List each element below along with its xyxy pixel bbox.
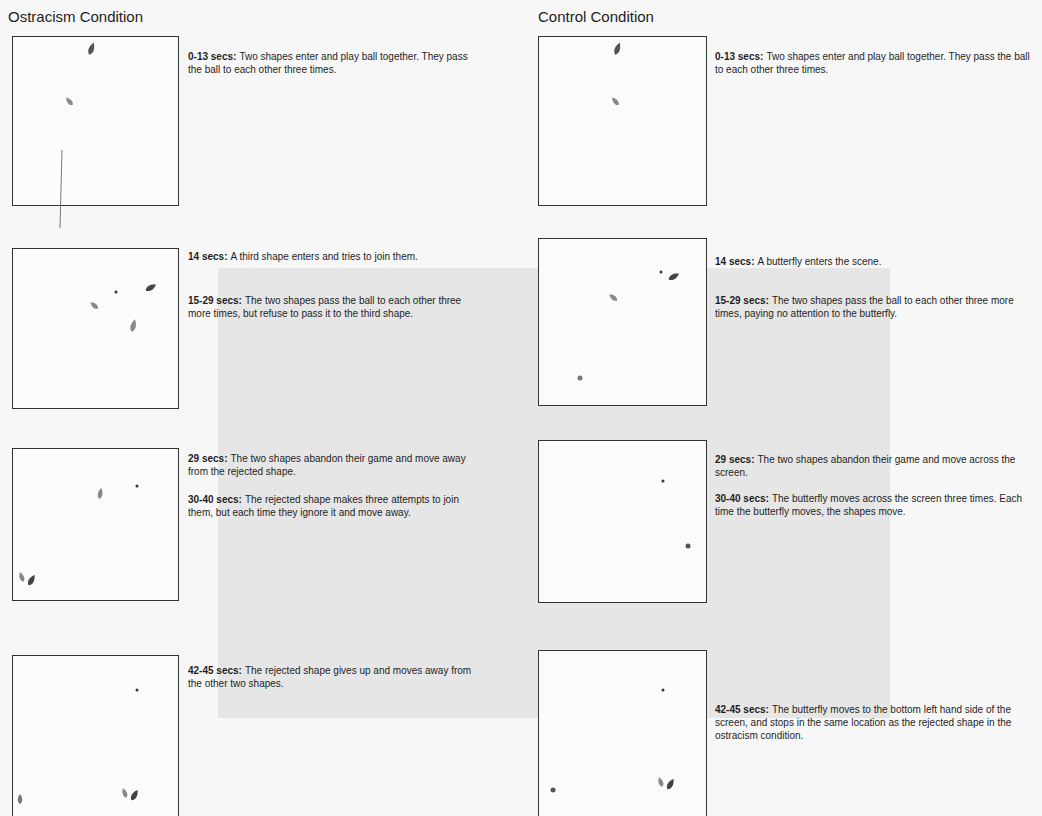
- time-stamp: 15-29 secs:: [715, 295, 769, 306]
- time-stamp: 15-29 secs:: [188, 295, 242, 306]
- time-stamp: 42-45 secs:: [188, 665, 242, 676]
- ball: [115, 291, 118, 294]
- time-description-block: 0-13 secs:Two shapes enter and play ball…: [188, 50, 483, 76]
- time-description-block: 0-13 secs:Two shapes enter and play ball…: [715, 50, 1035, 76]
- time-description-block: 29 secs:The two shapes abandon their gam…: [715, 453, 1035, 479]
- time-stamp: 0-13 secs:: [188, 51, 236, 62]
- time-description-block: 15-29 secs:The two shapes pass the ball …: [188, 294, 483, 320]
- shape-figure: [87, 42, 96, 56]
- time-description-block: 30-40 secs:The rejected shape makes thre…: [188, 493, 483, 519]
- animation-frame: [13, 449, 179, 601]
- ball: [660, 271, 663, 274]
- condition-heading: Ostracism Condition: [8, 8, 143, 25]
- animation-frame: [539, 441, 707, 603]
- shape-figure: [144, 282, 157, 293]
- time-stamp: 30-40 secs:: [188, 494, 242, 505]
- time-description-block: 42-45 secs:The rejected shape gives up a…: [188, 664, 483, 690]
- shape-figure: [18, 794, 23, 804]
- time-stamp: 30-40 secs:: [715, 493, 769, 504]
- animation-frame: [539, 37, 707, 206]
- time-description-block: 42-45 secs:The butterfly moves to the bo…: [715, 703, 1035, 742]
- event-description: The two shapes abandon their game and mo…: [188, 453, 466, 477]
- shape-figure: [64, 96, 74, 107]
- time-stamp: 29 secs:: [188, 453, 227, 464]
- shape-figure: [26, 574, 37, 587]
- time-description-block: 14 secs:A third shape enters and tries t…: [188, 250, 483, 263]
- shape-figure: [18, 572, 26, 583]
- animation-frame: [13, 37, 179, 206]
- time-description-block: 15-29 secs:The two shapes pass the ball …: [715, 294, 1035, 320]
- animation-frame: [13, 249, 179, 409]
- event-description: A third shape enters and tries to join t…: [230, 251, 417, 262]
- ball: [662, 689, 665, 692]
- shape-figure: [608, 292, 619, 302]
- butterfly: [686, 544, 691, 549]
- time-stamp: 0-13 secs:: [715, 51, 763, 62]
- ball: [662, 480, 665, 483]
- shape-figure: [613, 42, 622, 56]
- time-description-block: 29 secs:The two shapes abandon their gam…: [188, 452, 483, 478]
- time-description-block: 14 secs:A butterfly enters the scene.: [715, 255, 1035, 268]
- shape-figure: [657, 777, 665, 788]
- scan-line: [60, 150, 62, 228]
- shape-figure: [129, 319, 137, 333]
- shape-figure: [665, 778, 676, 791]
- condition-heading: Control Condition: [538, 8, 654, 25]
- shape-figure: [667, 271, 680, 282]
- animation-frame: [13, 656, 179, 816]
- condition-heading-block: Control Condition: [538, 8, 838, 26]
- ball: [136, 485, 139, 488]
- shape-figure: [610, 96, 620, 107]
- butterfly: [551, 788, 556, 793]
- shape-figure: [121, 788, 129, 799]
- shape-figure: [129, 789, 140, 802]
- condition-heading-block: Ostracism Condition: [8, 8, 308, 26]
- shape-figure: [97, 488, 103, 500]
- time-stamp: 14 secs:: [188, 251, 227, 262]
- animation-frame: [539, 651, 707, 816]
- ball: [136, 689, 139, 692]
- butterfly: [578, 376, 583, 381]
- time-stamp: 14 secs:: [715, 256, 754, 267]
- time-description-block: 30-40 secs:The butterfly moves across th…: [715, 492, 1035, 518]
- shape-figure: [89, 300, 100, 310]
- event-description: The two shapes abandon their game and mo…: [715, 454, 1015, 478]
- time-stamp: 42-45 secs:: [715, 704, 769, 715]
- time-stamp: 29 secs:: [715, 454, 754, 465]
- event-description: A butterfly enters the scene.: [757, 256, 881, 267]
- animation-frame: [539, 239, 707, 406]
